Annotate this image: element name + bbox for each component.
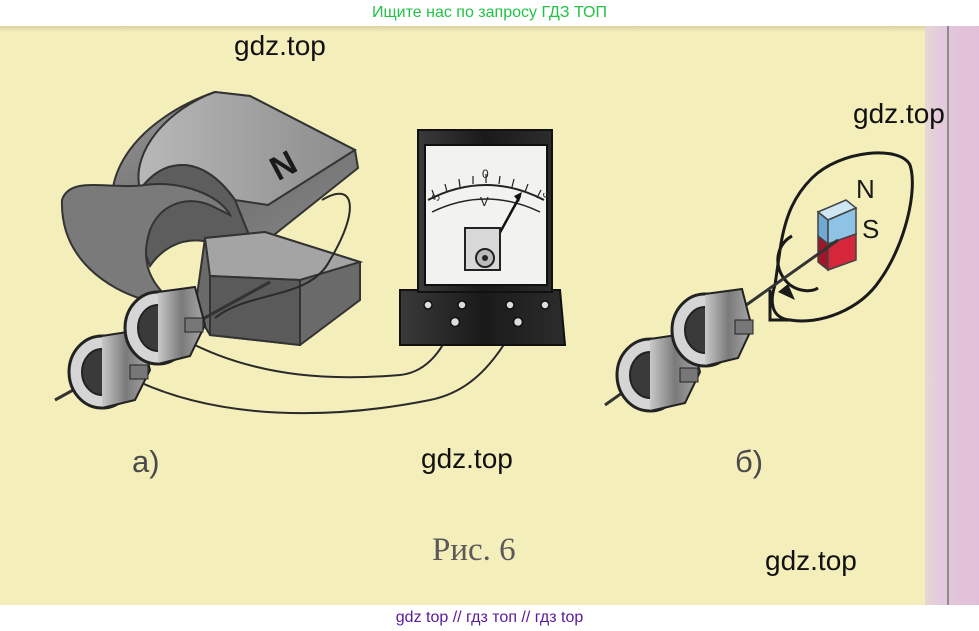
- watermark-2: gdz.top: [853, 98, 945, 129]
- meter-scale-right: 5: [540, 190, 553, 200]
- figure-6: N: [0, 26, 925, 605]
- rotating-magnet-b: N S: [604, 151, 914, 407]
- coil-assembly-a: [54, 280, 271, 410]
- page-margin-strip: [925, 26, 979, 605]
- figure-drawing: N: [54, 90, 914, 415]
- figure-caption: Рис. 6: [432, 532, 516, 568]
- magnet-b-south-label: S: [862, 214, 879, 244]
- rotation-arrow-icon: [778, 284, 795, 300]
- horseshoe-magnet: N: [60, 90, 364, 347]
- page-shadow: [0, 26, 979, 32]
- page-margin-line: [947, 26, 949, 605]
- magnet-b-north-label: N: [856, 174, 875, 204]
- bottom-banner-text: gdz top // гдз топ // гдз top: [395, 609, 584, 626]
- voltmeter: 5 0 5 V: [399, 129, 567, 346]
- coil-assembly-b: [615, 287, 754, 413]
- meter-scale-left: 5: [430, 193, 443, 203]
- circuit-wires-a: [134, 192, 521, 415]
- bottom-banner: gdz top // гдз топ // гдз top: [0, 605, 979, 631]
- meter-unit-label: V: [480, 194, 489, 209]
- watermark-4: gdz.top: [765, 545, 857, 576]
- top-banner-text: Ищите нас по запросу ГДЗ ТОП: [372, 4, 607, 21]
- figure-label-b: б): [735, 444, 764, 479]
- top-banner: Ищите нас по запросу ГДЗ ТОП: [0, 0, 979, 26]
- figure-label-a: а): [132, 444, 160, 479]
- watermark-3: gdz.top: [421, 443, 513, 474]
- watermark-1: gdz.top: [234, 30, 326, 61]
- meter-scale-center: 0: [482, 167, 489, 181]
